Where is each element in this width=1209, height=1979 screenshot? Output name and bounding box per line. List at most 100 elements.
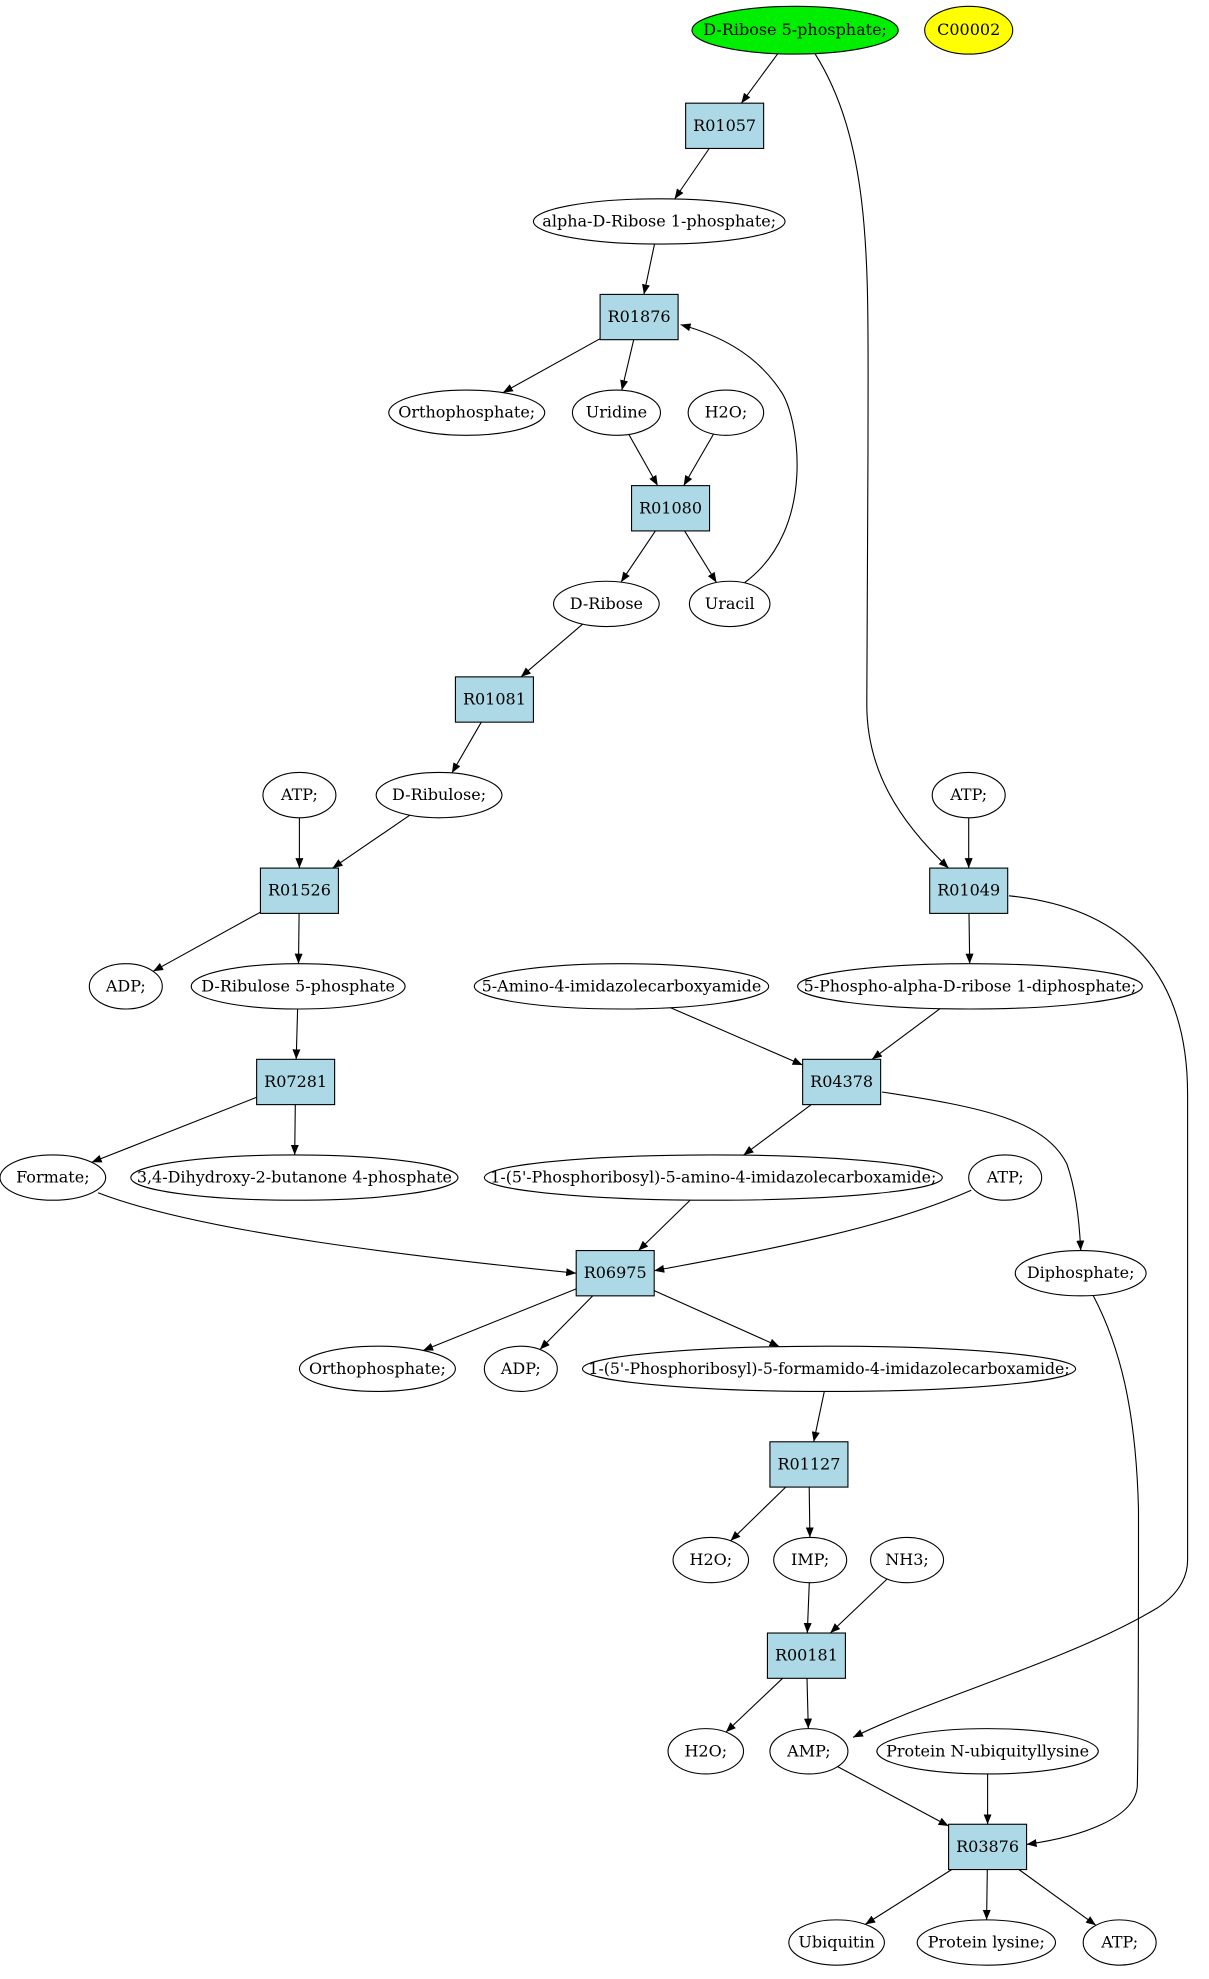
compound-ellipse <box>298 1345 456 1393</box>
node-label: Protein lysine; <box>928 1933 1045 1952</box>
node-label: D-Ribulose; <box>392 785 486 804</box>
reaction-box <box>599 293 679 341</box>
compound-ellipse <box>769 1728 849 1775</box>
compound-ellipse <box>797 963 1143 1010</box>
edge-r_R03876-to-c_protlys <box>982 1869 991 1920</box>
reaction-box <box>630 485 711 532</box>
edge-c_formate-to-r_R06975 <box>97 1192 577 1277</box>
compound-node-c_atp1: ATP; <box>262 771 337 819</box>
compound-node-c_nh3: NH3; <box>870 1536 945 1584</box>
edge-r_R01526-to-c_adp1 <box>152 911 261 972</box>
node-label: NH3; <box>885 1550 929 1569</box>
compound-node-c_imp: IMP; <box>773 1536 848 1584</box>
compound-ellipse <box>688 580 771 628</box>
node-label: AMP; <box>786 1741 831 1760</box>
node-label: Diphosphate; <box>1027 1263 1135 1282</box>
node-label: Orthophosphate; <box>309 1359 446 1378</box>
compound-node-c_diphosphate: Diphosphate; <box>1014 1250 1147 1297</box>
edge-r_R06975-to-c_faicar <box>653 1290 780 1348</box>
reaction-node-r_R01081: R01081 <box>454 676 534 723</box>
edge-r_R01127-to-c_h2o2 <box>730 1486 787 1542</box>
edges-layer <box>91 53 1189 1926</box>
node-label: H2O; <box>689 1550 732 1569</box>
node-label: 1-(5'-Phosphoribosyl)-5-formamido-4-imid… <box>588 1359 1069 1378</box>
edge-r_R07281-to-c_formate <box>91 1096 257 1163</box>
edge-r_R01876-to-c_uridine <box>620 339 635 391</box>
reaction-box <box>685 102 765 150</box>
reaction-node-r_R03876: R03876 <box>948 1823 1028 1871</box>
compound-node-c_h2o3: H2O; <box>667 1728 745 1775</box>
compound-node-c_faicar: 1-(5'-Phosphoribosyl)-5-formamido-4-imid… <box>581 1345 1077 1393</box>
edge-c_ribose5p-to-r_R01057 <box>740 53 779 104</box>
reaction-box <box>802 1058 882 1106</box>
node-label: ATP; <box>280 785 318 804</box>
compound-node-c_prpp: 5-Phospho-alpha-D-ribose 1-diphosphate; <box>797 963 1143 1010</box>
reaction-box <box>948 1823 1028 1871</box>
node-label: R01081 <box>463 690 526 709</box>
node-label: ADP; <box>105 976 146 995</box>
edge-c_ribulose5p-to-r_R07281 <box>292 1008 301 1060</box>
compound-ellipse <box>532 198 786 245</box>
compound-node-c_c00002: C00002 <box>924 5 1014 55</box>
compound-ellipse <box>876 1728 1099 1775</box>
reaction-box <box>769 1441 849 1488</box>
edge-r_R04378-to-c_diphosphate <box>881 1091 1085 1251</box>
compound-node-c_formate: Formate; <box>0 1154 107 1201</box>
compound-ellipse <box>0 1154 107 1201</box>
edge-c_amp-to-r_R03876 <box>837 1766 949 1827</box>
edge-c_uridine-to-r_R01080 <box>628 434 659 486</box>
compound-node-c_adp1: ADP; <box>88 963 163 1010</box>
node-label: R01526 <box>268 881 331 900</box>
compound-node-c_h2o2: H2O; <box>672 1536 750 1584</box>
node-label: R01127 <box>777 1454 840 1473</box>
compound-ellipse <box>1082 1919 1157 1966</box>
edge-c_atp3-to-r_R06975 <box>654 1189 972 1273</box>
compound-node-c_ortho1: Orthophosphate; <box>388 389 546 436</box>
node-label: R07281 <box>264 1072 327 1091</box>
node-label: ATP; <box>986 1168 1024 1187</box>
node-label: ADP; <box>500 1359 541 1378</box>
edge-c_h2o1-to-r_R01080 <box>683 433 714 486</box>
compound-ellipse <box>672 1536 750 1584</box>
compound-node-c_atp3: ATP; <box>968 1154 1043 1201</box>
node-label: R04378 <box>810 1072 873 1091</box>
compound-node-c_ribose5p: D-Ribose 5-phosphate; <box>691 5 899 55</box>
compound-ellipse <box>483 1154 943 1201</box>
node-label: 5-Phospho-alpha-D-ribose 1-diphosphate; <box>804 976 1137 995</box>
node-label: Orthophosphate; <box>398 403 535 422</box>
reaction-box <box>766 1632 846 1679</box>
reaction-box <box>929 867 1009 914</box>
compound-node-c_atp4: ATP; <box>1082 1919 1157 1966</box>
edge-c_aica-to-r_R04378 <box>670 1007 803 1066</box>
compound-node-c_aica: 5-Amino-4-imidazolecarboxyamide <box>473 963 770 1010</box>
reaction-node-r_R01876: R01876 <box>599 293 679 341</box>
edge-c_dribulose-to-r_R01526 <box>332 814 411 869</box>
compound-ellipse <box>130 1154 459 1201</box>
edge-r_R01080-to-c_dribose <box>620 530 656 583</box>
edge-c_ribose5p-to-r_R01049 <box>814 53 949 869</box>
edge-c_dribose-to-r_R01081 <box>520 623 584 678</box>
node-label: 5-Amino-4-imidazolecarboxyamide <box>482 976 762 995</box>
edge-r_R01081-to-c_dribulose <box>451 721 482 774</box>
node-label: alpha-D-Ribose 1-phosphate; <box>542 211 776 230</box>
compound-ellipse <box>552 580 660 628</box>
compound-ellipse <box>691 5 899 55</box>
node-label: R00181 <box>775 1646 838 1665</box>
compound-ellipse <box>88 963 163 1010</box>
edge-r_R00181-to-c_amp <box>804 1678 813 1729</box>
reaction-node-r_R04378: R04378 <box>802 1058 882 1106</box>
edge-c_prpp-to-r_R04378 <box>871 1008 941 1060</box>
reaction-box <box>575 1250 655 1297</box>
edge-r_R01080-to-c_uracil <box>684 530 717 583</box>
reaction-node-r_R06975: R06975 <box>575 1250 655 1297</box>
compound-node-c_protlys: Protein lysine; <box>916 1919 1057 1966</box>
edge-r_R03876-to-c_atp4 <box>1018 1869 1097 1926</box>
compound-ellipse <box>916 1919 1057 1966</box>
node-label: R03876 <box>956 1837 1019 1856</box>
edge-r_R01049-to-c_amp <box>852 895 1189 1738</box>
node-label: R01049 <box>937 881 1000 900</box>
reaction-node-r_R01049: R01049 <box>929 867 1009 914</box>
edge-r_R01057-to-c_aribose1p <box>674 148 710 200</box>
node-label: ATP; <box>949 785 987 804</box>
